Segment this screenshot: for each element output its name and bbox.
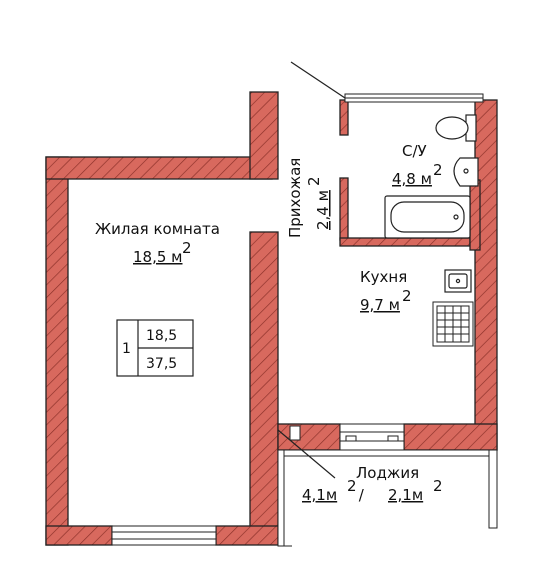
wall-right-exterior <box>474 99 498 451</box>
wall-central-lower <box>249 231 279 543</box>
wall-kitchen-bottom-right <box>403 423 498 451</box>
toilet-icon <box>435 114 477 142</box>
wall-living-top <box>45 156 273 180</box>
living-room-name: Жилая комната <box>95 220 220 238</box>
wall-living-bottom-right <box>215 525 279 546</box>
loggia-area-separator: / <box>354 486 369 504</box>
loggia-area2-sup: 2 <box>433 477 443 495</box>
summary-living-area: 18,5 <box>146 328 177 344</box>
sink-icon <box>444 269 472 293</box>
stove-icon <box>432 301 474 347</box>
loggia-area2-value: 2,1м <box>388 486 423 504</box>
loggia-area1-value: 4,1м <box>302 486 337 504</box>
summary-total-area: 37,5 <box>146 356 177 372</box>
kitchen-name: Кухня <box>360 268 407 286</box>
kitchen-area: 9,7 м 2 <box>360 287 412 314</box>
loggia <box>277 449 498 547</box>
wall-living-bottom-left <box>45 525 113 546</box>
entrance-door-line <box>290 61 346 99</box>
bathtub-icon <box>384 195 471 239</box>
loggia-name: Лоджия <box>356 464 419 482</box>
wall-kitchen-jog <box>469 179 481 251</box>
watermark: ONREALT <box>387 18 505 44</box>
loggia-area: 4,1м 2 / 2,1м 2 <box>302 477 443 504</box>
wall-bath-left-top <box>339 99 349 136</box>
wall-bath-kitchen <box>339 237 471 247</box>
bath-area-sup: 2 <box>433 161 443 179</box>
hall-label: Прихожая 2,4 м 2 <box>286 158 332 238</box>
hall-area-value: 2,4 м <box>314 190 332 230</box>
wall-living-left <box>45 156 69 546</box>
hall-area-sup: 2 <box>305 176 323 186</box>
watermark-text: ONREALT <box>418 22 505 42</box>
loggia-door-jamb <box>289 425 301 441</box>
living-room-area: 18,5 м 2 <box>133 239 192 266</box>
bath-area-value: 4,8 м <box>392 170 432 188</box>
wall-central-upper <box>249 91 279 180</box>
kitchen-area-sup: 2 <box>402 287 412 305</box>
bath-name: С/У <box>402 142 427 160</box>
living-room-area-sup: 2 <box>182 239 192 257</box>
walls <box>45 91 498 546</box>
summary-box: 1 18,5 37,5 <box>116 319 194 377</box>
living-room-area-value: 18,5 м <box>133 248 182 266</box>
washbasin-icon <box>453 157 479 187</box>
hall-name: Прихожая <box>286 158 304 238</box>
kitchen-area-value: 9,7 м <box>360 296 400 314</box>
house-logo-icon <box>387 18 413 44</box>
window-living <box>111 525 217 546</box>
loggia-door-line <box>277 429 336 479</box>
loggia-area1-sup: 2 <box>347 477 357 495</box>
bath-area: 4,8 м 2 <box>392 161 443 188</box>
wall-bath-left-bottom <box>339 177 349 241</box>
window-kitchen <box>339 423 405 451</box>
summary-room-count: 1 <box>122 341 131 357</box>
wall-kitchen-bottom-left <box>277 423 341 451</box>
